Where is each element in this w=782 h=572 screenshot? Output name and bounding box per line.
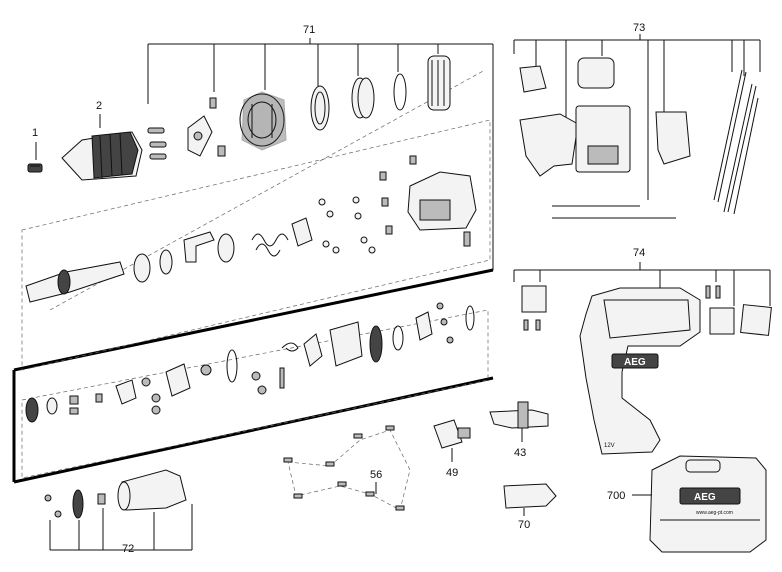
alignment-axis [49, 69, 486, 311]
callout-73: 73 [633, 22, 645, 34]
tool-logo: AEG [624, 357, 646, 368]
case-logo: AEG [694, 492, 716, 503]
frame-divider-lower [13, 376, 494, 484]
part-700-carry-case: AEG www.aeg-pt.com 700 [607, 455, 767, 553]
part-screw-1: 1 [27, 127, 43, 173]
callout-70: 70 [518, 519, 530, 531]
case-url: www.aeg-pt.com [696, 510, 733, 516]
part-ball-bearings [318, 155, 417, 254]
callout-2: 2 [96, 100, 102, 112]
group-72-motor: 72 [44, 469, 193, 555]
callout-56: 56 [370, 469, 382, 481]
part-49-led-holder: 49 [433, 419, 471, 479]
part-spindle [25, 261, 125, 303]
part-56-screw-set: 56 [283, 425, 411, 511]
callout-71: 71 [303, 24, 315, 36]
frame-divider-upper [13, 268, 494, 372]
part-gearbox-housing [407, 171, 477, 247]
part-43-belt-clip: 43 [489, 401, 549, 459]
callout-700: 700 [607, 490, 625, 502]
callout-72: 72 [122, 543, 134, 555]
callout-74: 74 [633, 247, 645, 259]
callout-1: 1 [32, 127, 38, 139]
callout-49: 49 [446, 467, 458, 479]
part-gear-plate [187, 97, 226, 157]
part-screws-set [147, 127, 167, 160]
tool-voltage: 12V [604, 443, 615, 449]
part-70-label: 70 [503, 483, 557, 531]
assembly-outline-upper [21, 119, 491, 371]
group-74-housing: 74 AEG 12V [513, 247, 772, 455]
part-lower-gears [25, 302, 475, 423]
group-73-switch-assembly: 73 [513, 22, 761, 219]
part-rings [310, 55, 451, 131]
part-clutch-housing [239, 91, 287, 151]
group-71-bracket: 71 [147, 24, 494, 270]
part-bushings-springs [133, 217, 313, 283]
callout-43: 43 [514, 447, 526, 459]
part-chuck-2: 2 [61, 100, 143, 181]
